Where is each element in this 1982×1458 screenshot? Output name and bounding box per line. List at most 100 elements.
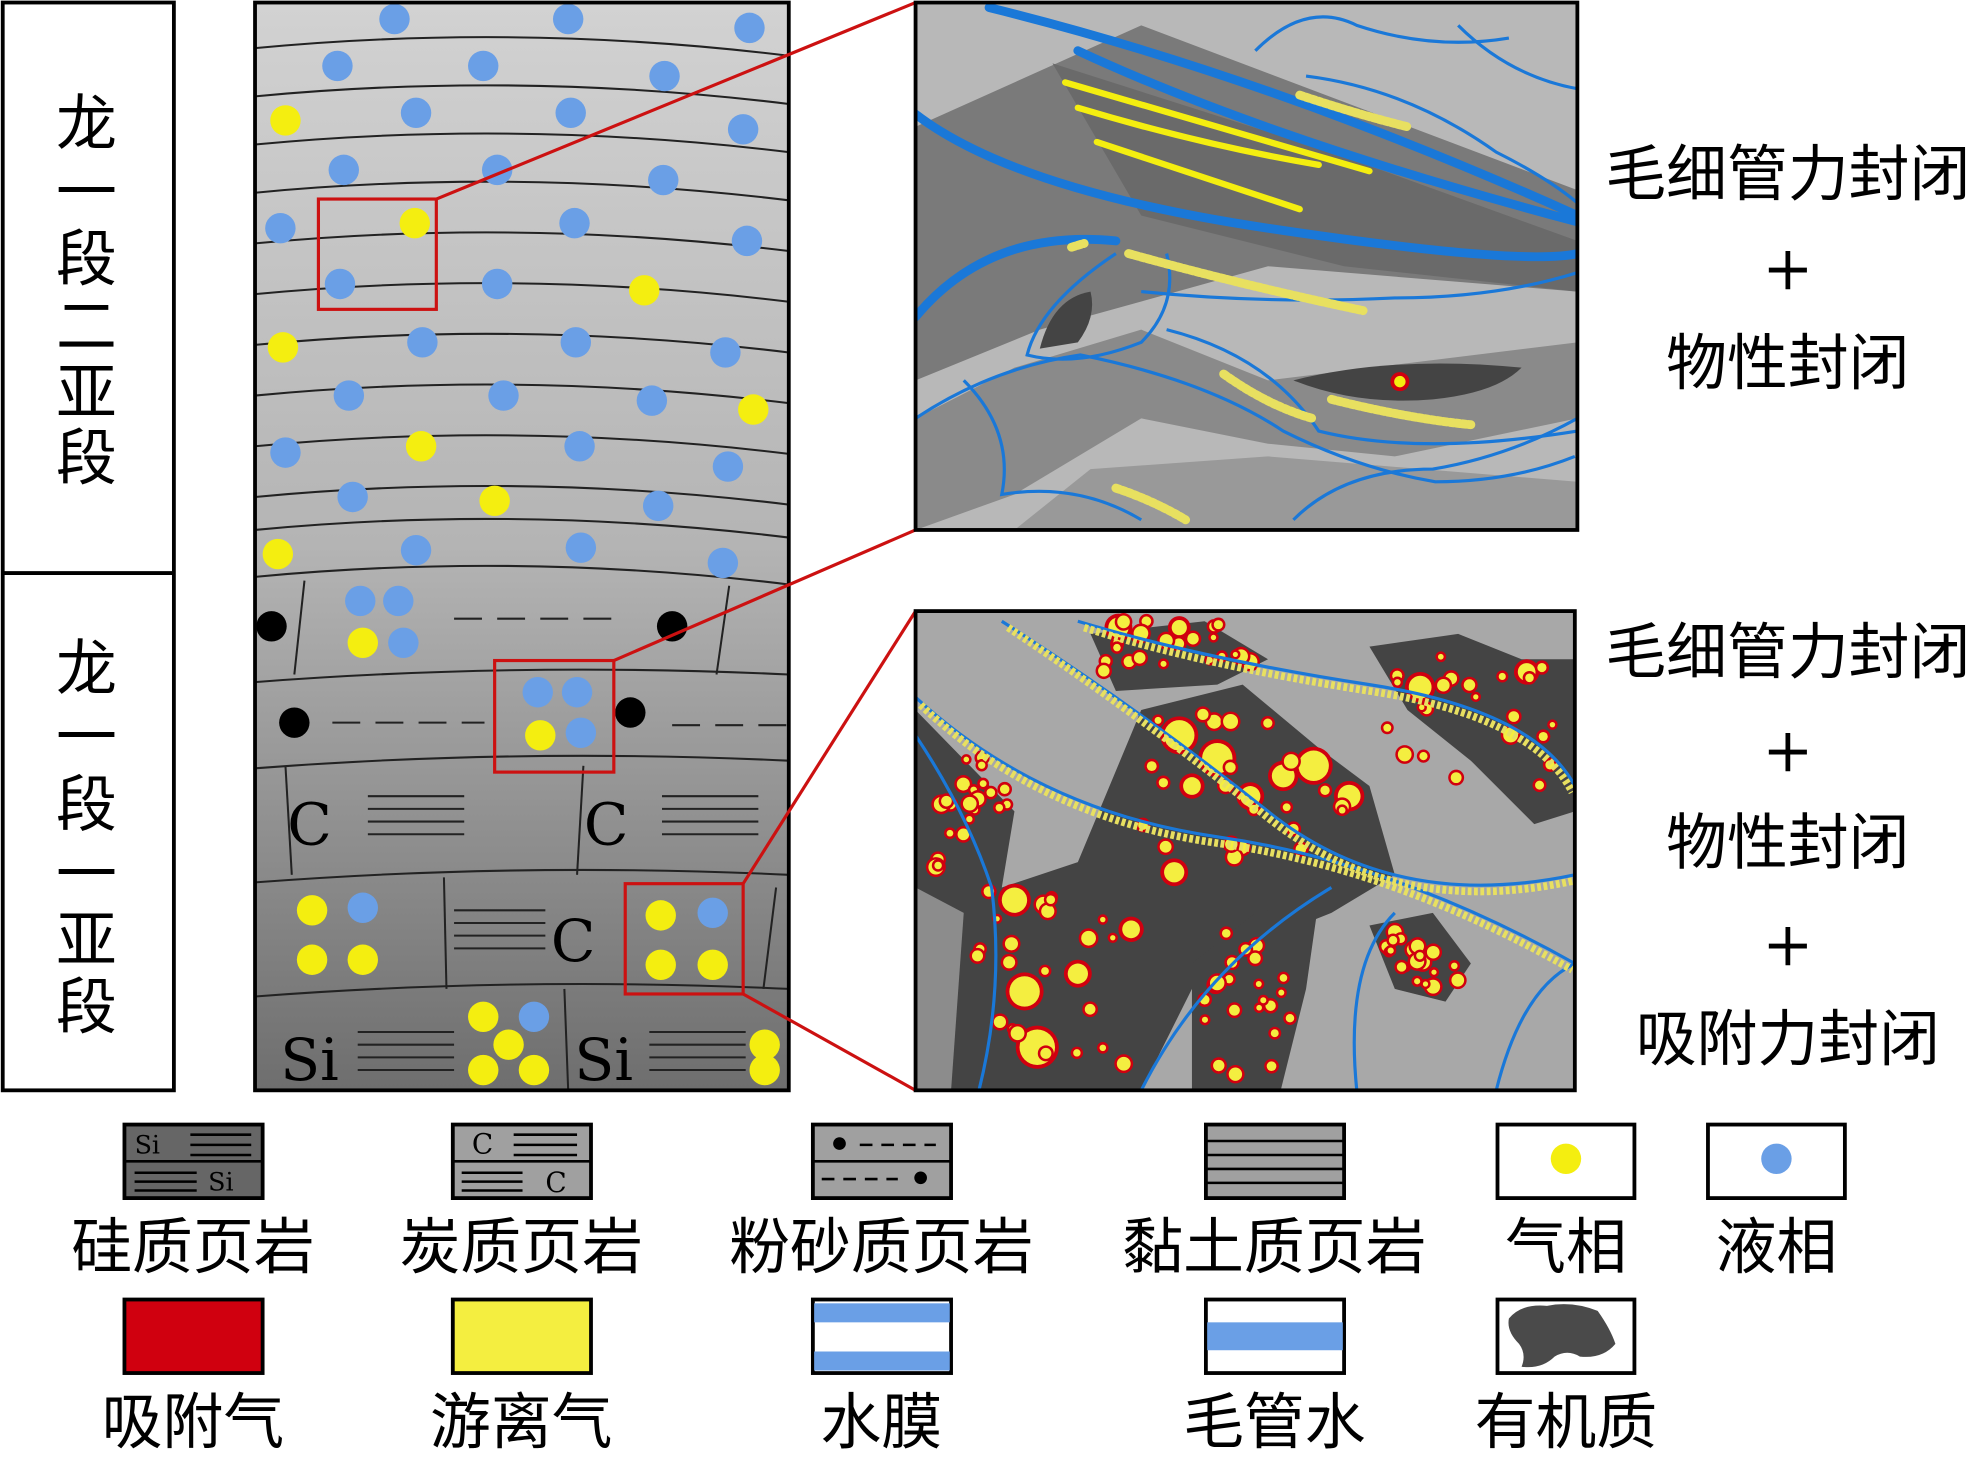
liquid-phase-dot xyxy=(707,547,739,579)
free-gas-bubble xyxy=(1396,962,1407,972)
free-gas-bubble xyxy=(1041,904,1055,918)
liquid-phase-dot xyxy=(555,97,586,129)
legend-label: 有机质 xyxy=(1475,1388,1658,1458)
zoom-indicators xyxy=(316,1,917,1092)
lower-inset-caption: 毛细管力封闭+物性封闭+吸附力封闭 xyxy=(1605,618,1970,1075)
free-gas-bubble xyxy=(1197,708,1209,721)
zoom-box-middle xyxy=(493,658,616,774)
fracture-line xyxy=(563,988,570,1091)
free-gas-bubble xyxy=(1154,716,1162,724)
carbon-symbol: C xyxy=(551,907,596,975)
layer-boundary xyxy=(255,983,789,998)
label-char: 亚 xyxy=(56,358,117,428)
fracture-line xyxy=(293,580,306,675)
caption-line: + xyxy=(1762,716,1813,786)
free-gas-bubble xyxy=(1451,973,1465,987)
free-gas-bubble xyxy=(1001,887,1028,913)
liquid-phase-dot xyxy=(265,212,296,244)
gas-phase-dot xyxy=(645,900,676,931)
silt-grain xyxy=(256,611,287,642)
free-gas-bubble xyxy=(1338,806,1346,814)
bedding-line xyxy=(255,484,789,506)
bedding-line xyxy=(255,180,789,202)
liquid-phase-dot xyxy=(481,268,513,300)
gas-phase-dot xyxy=(296,944,328,975)
gas-phase-dot xyxy=(518,1054,550,1086)
caption-line: + xyxy=(1762,910,1813,980)
fracture-line xyxy=(762,887,778,990)
free-gas-bubble xyxy=(1225,762,1236,773)
label-char: 一 xyxy=(56,703,117,773)
free-gas-bubble xyxy=(1110,935,1116,941)
free-gas-bubble xyxy=(1046,895,1056,905)
liquid-phase-dot xyxy=(522,677,553,708)
label-char: 龙 xyxy=(56,90,117,160)
free-gas-bubble xyxy=(1320,785,1330,796)
free-gas-bubble xyxy=(1414,978,1421,985)
free-gas-bubble xyxy=(1426,945,1440,959)
free-gas-bubble xyxy=(1383,723,1392,732)
caption-line: + xyxy=(1762,234,1813,304)
free-gas-bubble xyxy=(1183,777,1201,795)
layer-boundary xyxy=(255,754,789,770)
free-gas-bubble xyxy=(1141,616,1152,627)
free-gas-bubble xyxy=(1160,660,1167,667)
free-gas-bubble xyxy=(1117,615,1130,629)
free-gas-bubble xyxy=(993,1015,1006,1029)
free-gas-bubble xyxy=(941,795,952,807)
svg-text:Si: Si xyxy=(135,1130,160,1160)
liquid-phase-dot xyxy=(731,225,763,257)
free-gas-bubble xyxy=(1041,967,1049,975)
zoom-box-lower xyxy=(623,882,745,996)
gas-phase-dot xyxy=(738,394,769,425)
liquid-phase-dot xyxy=(407,327,438,358)
free-gas-bubble xyxy=(1187,633,1199,645)
gas-phase-dot xyxy=(479,485,510,517)
free-gas-bubble xyxy=(1498,672,1506,680)
free-gas-bubble xyxy=(1437,653,1444,660)
layer-boundary xyxy=(255,868,789,884)
free-gas-bubble xyxy=(1232,651,1238,657)
legend-label: 毛管水 xyxy=(1183,1388,1366,1458)
free-gas-bubble xyxy=(1209,975,1225,991)
gas-phase-dot xyxy=(697,949,728,981)
free-gas-bubble xyxy=(995,803,1004,812)
free-gas-bubble xyxy=(1100,916,1106,923)
liquid-phase-dot xyxy=(345,585,376,617)
free-gas-bubble xyxy=(946,829,954,837)
liquid-phase-dot xyxy=(328,154,359,186)
free-gas-bubble xyxy=(1207,714,1222,729)
liquid-phase-dot xyxy=(324,268,356,300)
bedding-line xyxy=(255,84,789,105)
free-gas-bubble xyxy=(1164,862,1185,883)
liquid-phase-dot xyxy=(322,50,353,82)
free-gas-bubble xyxy=(1419,752,1428,761)
silt-grain xyxy=(615,697,646,728)
gas-phase-dot xyxy=(399,207,430,239)
bedding-line xyxy=(255,434,789,455)
free-gas-bubble xyxy=(1256,1004,1262,1011)
layer-boundary xyxy=(255,668,789,684)
gas-phase-dot xyxy=(347,944,379,975)
silicon-symbol: Si xyxy=(574,1026,633,1094)
liquid-phase-dot xyxy=(734,12,765,44)
fracture-line xyxy=(284,765,293,875)
liquid-phase-dot xyxy=(727,114,759,145)
label-char: 段 xyxy=(56,770,117,840)
silt-grain xyxy=(656,611,688,642)
free-gas-bubble xyxy=(1004,937,1019,951)
bedding-line xyxy=(255,517,789,539)
label-char: 二 xyxy=(56,292,117,362)
label-char: 一 xyxy=(56,158,117,228)
free-gas-bubble xyxy=(1279,974,1288,982)
free-gas-bubble xyxy=(1387,947,1394,954)
liquid-phase-dot xyxy=(333,380,365,411)
gas-phase-dot xyxy=(525,720,556,751)
siliceous-shale-swatch: Si Si xyxy=(122,1122,265,1200)
free-gas-bubble xyxy=(1285,1013,1295,1023)
carbon-symbol: C xyxy=(584,790,629,858)
free-gas-bubble xyxy=(1158,778,1168,788)
liquid-phase-dot xyxy=(560,327,592,358)
